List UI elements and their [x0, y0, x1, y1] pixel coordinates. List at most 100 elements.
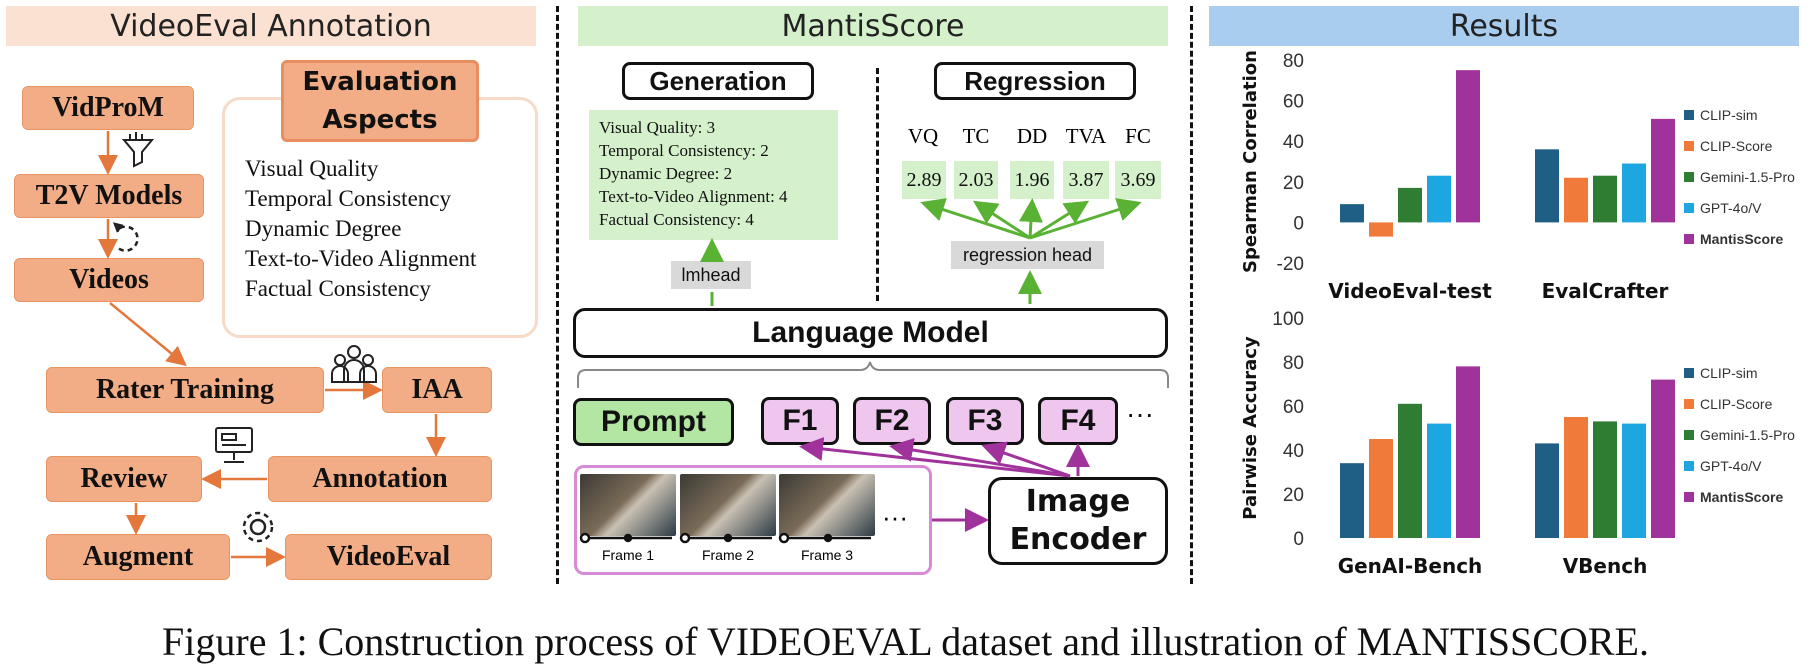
reg-score-dd: 1.96 [1010, 161, 1054, 199]
aspects-list: Visual Quality Temporal Consistency Dyna… [245, 154, 535, 304]
legend-entry: GPT-4o/V [1700, 200, 1762, 216]
step-review: Review [46, 456, 202, 502]
bar [1456, 70, 1480, 223]
y-tick-label: 20 [1283, 173, 1304, 194]
language-model-box: Language Model [573, 308, 1168, 358]
frames-ellipsis: ··· [882, 502, 908, 532]
aspect-temporal-consistency: Temporal Consistency [245, 186, 451, 211]
gear-icon [242, 511, 274, 543]
bar [1398, 403, 1422, 538]
y-tick-label: 100 [1272, 309, 1304, 330]
legend-entry: Gemini-1.5-Pro [1700, 427, 1795, 443]
legend-entry: GPT-4o/V [1700, 458, 1762, 474]
bar [1398, 187, 1422, 223]
gen-output-line: Temporal Consistency: 2 [599, 141, 769, 160]
frame-1-image [580, 474, 676, 536]
reg-header-tva: TVA [1065, 124, 1107, 148]
step-augment: Augment [46, 534, 230, 580]
y-tick-label: 40 [1283, 132, 1304, 153]
legend-entry: MantisScore [1700, 231, 1783, 247]
bar [1427, 175, 1451, 223]
feature-f3: F3 [946, 397, 1024, 445]
aspect-visual-quality: Visual Quality [245, 156, 379, 181]
reg-header-tc: TC [962, 124, 990, 148]
step-videos: Videos [14, 258, 204, 302]
filter-icon [121, 132, 155, 168]
generation-output: Visual Quality: 3 Temporal Consistency: … [589, 110, 838, 240]
reg-header-vq: VQ [907, 124, 939, 148]
bar [1340, 463, 1364, 538]
y-tick-label: 60 [1283, 397, 1304, 418]
y-tick-label: 80 [1283, 51, 1304, 72]
legend-swatch [1684, 234, 1694, 244]
category-label: VBench [1563, 554, 1648, 578]
gen-output-line: Dynamic Degree: 2 [599, 164, 733, 183]
y-tick-label: 0 [1293, 529, 1304, 550]
legend-swatch [1684, 110, 1694, 120]
prompt-box: Prompt [573, 398, 734, 446]
reg-score-tva: 3.87 [1063, 161, 1109, 199]
legend-swatch [1684, 172, 1694, 182]
bar [1593, 175, 1617, 223]
step-vidprom: VidProM [22, 86, 194, 130]
category-label: VideoEval-test [1328, 279, 1492, 303]
step-videoeval: VideoEval [285, 534, 492, 580]
bar [1622, 423, 1646, 538]
bar [1564, 417, 1588, 538]
reg-header-dd: DD [1016, 124, 1048, 148]
legend-swatch [1684, 203, 1694, 213]
step-iaa: IAA [382, 367, 492, 413]
step-annotation: Annotation [268, 456, 492, 502]
category-label: EvalCrafter [1542, 279, 1669, 303]
frame-3-label: Frame 3 [800, 547, 854, 563]
y-tick-label: 60 [1283, 92, 1304, 113]
legend-entry: Gemini-1.5-Pro [1700, 169, 1795, 185]
y-tick-label: 40 [1283, 441, 1304, 462]
mantis-title: MantisScore [578, 6, 1168, 46]
legend-entry: CLIP-sim [1700, 107, 1758, 123]
legend-entry: MantisScore [1700, 489, 1783, 505]
legend-entry: CLIP-sim [1700, 365, 1758, 381]
figure-caption: Figure 1: Construction process of VIDEOE… [162, 619, 1649, 664]
legend-entry: CLIP-Score [1700, 396, 1773, 412]
bar [1651, 379, 1675, 538]
regression-head-label: regression head [951, 241, 1104, 269]
image-encoder-label: Image Encoder [1009, 484, 1147, 557]
y-axis-label: Pairwise Accuracy [1240, 336, 1261, 520]
gen-output-line: Text-to-Video Alignment: 4 [599, 187, 788, 206]
gen-output-line: Factual Consistency: 4 [599, 210, 754, 229]
y-tick-label: -20 [1277, 254, 1304, 275]
mantis-arrows [577, 198, 1169, 532]
generation-label: Generation [622, 62, 814, 100]
annotation-title: VideoEval Annotation [6, 6, 536, 46]
step-rater-training: Rater Training [46, 367, 324, 413]
legend-swatch [1684, 430, 1694, 440]
aspect-t2v-alignment: Text-to-Video Alignment [245, 246, 477, 271]
reg-score-vq: 2.89 [902, 161, 946, 199]
y-tick-label: 20 [1283, 485, 1304, 506]
bar [1535, 443, 1559, 538]
frame-1-label: Frame 1 [601, 547, 655, 563]
bar [1651, 118, 1675, 223]
divider-gen-reg [876, 68, 879, 301]
aspect-dynamic-degree: Dynamic Degree [245, 216, 402, 241]
lmhead-label: lmhead [671, 261, 751, 289]
aspects-title: Evaluation Aspects [281, 60, 479, 142]
bar [1622, 163, 1646, 223]
reg-header-fc: FC [1125, 124, 1151, 148]
results-title: Results [1209, 6, 1799, 46]
bar [1369, 222, 1393, 237]
image-encoder-box: Image Encoder [988, 477, 1168, 565]
feature-f2: F2 [853, 397, 931, 445]
bar [1593, 421, 1617, 538]
y-tick-label: 0 [1293, 213, 1304, 234]
divider-right [1190, 6, 1193, 584]
bar [1564, 177, 1588, 223]
reg-score-tc: 2.03 [954, 161, 998, 199]
features-ellipsis: ··· [1126, 398, 1154, 429]
bar [1535, 149, 1559, 223]
bar [1369, 439, 1393, 538]
monitor-icon [215, 427, 253, 463]
legend-entry: CLIP-Score [1700, 138, 1773, 154]
bar [1427, 423, 1451, 538]
